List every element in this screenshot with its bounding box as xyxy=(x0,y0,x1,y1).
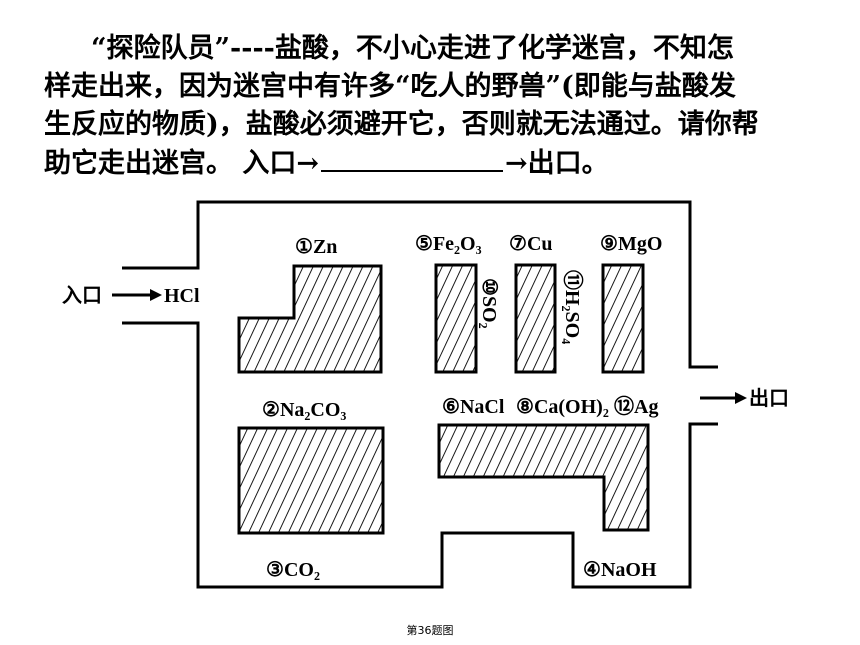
question-line-4: 助它走出迷宫。 入口→ →出口。 xyxy=(44,144,834,183)
item-3-formula: CO₂ xyxy=(284,559,320,581)
item-8-formula: Ca(OH)₂ xyxy=(534,396,609,418)
figure-caption: 第36题图 xyxy=(406,624,454,637)
item-10: ⑩SO₂ xyxy=(478,278,500,329)
answer-blank[interactable] xyxy=(321,144,504,172)
entrance-arrow-head xyxy=(150,289,162,301)
block-zn xyxy=(237,264,383,374)
item-7-number: ⑦ xyxy=(509,233,527,255)
item-11: ⑪H₂SO₄ xyxy=(561,270,584,344)
item-5-formula: Fe₂O₃ xyxy=(433,233,482,255)
item-9: ⑨MgO xyxy=(600,233,662,255)
item-8: ⑧Ca(OH)₂ xyxy=(516,396,609,418)
block-na2co3 xyxy=(237,426,385,535)
item-6: ⑥NaCl xyxy=(442,396,505,418)
item-7-formula: Cu xyxy=(527,233,553,255)
entrance-label: 入口 xyxy=(62,284,102,307)
exit-label: 出口 xyxy=(749,387,789,410)
block-fe2o3 xyxy=(434,263,478,374)
item-8-number: ⑧ xyxy=(516,396,534,418)
block-mgo xyxy=(601,263,645,374)
item-9-formula: MgO xyxy=(618,233,662,255)
item-1-formula: Zn xyxy=(313,236,337,258)
item-2: ②Na₂CO₃ xyxy=(262,399,346,421)
item-1-number: ① xyxy=(295,236,313,258)
item-7: ⑦Cu xyxy=(509,233,553,255)
item-5-number: ⑤ xyxy=(415,233,433,255)
item-1: ①Zn xyxy=(295,236,337,258)
acid-label: HCl xyxy=(164,285,200,307)
question-text: “探险队员”----盐酸，不小心走进了化学迷宫，不知怎 样走出来，因为迷宫中有许… xyxy=(44,30,834,183)
item-2-number: ② xyxy=(262,399,280,421)
item-10-number: ⑩ xyxy=(478,278,500,296)
item-11-number: ⑪ xyxy=(561,270,584,290)
item-4-formula: NaOH xyxy=(601,559,657,581)
question-line-1: “探险队员”----盐酸，不小心走进了化学迷宫，不知怎 xyxy=(44,30,834,68)
block-cu xyxy=(514,263,557,374)
item-3-number: ③ xyxy=(266,559,284,581)
item-6-formula: NaCl xyxy=(460,396,505,418)
exit-arrow-head xyxy=(735,392,747,404)
item-11-formula: H₂SO₄ xyxy=(561,290,583,344)
item-12-formula: Ag xyxy=(634,396,658,418)
item-4: ④NaOH xyxy=(583,559,657,581)
item-10-formula: SO₂ xyxy=(478,296,500,329)
item-9-number: ⑨ xyxy=(600,233,618,255)
item-12: ⑫Ag xyxy=(614,395,658,418)
item-5: ⑤Fe₂O₃ xyxy=(415,233,482,255)
item-2-formula: Na₂CO₃ xyxy=(280,399,346,421)
block-nacl-caoh2 xyxy=(437,423,650,532)
question-line-4-end: →出口。 xyxy=(505,148,609,179)
question-line-1-text: “探险队员”----盐酸，不小心走进了化学迷宫，不知怎 xyxy=(91,33,734,64)
item-4-number: ④ xyxy=(583,559,601,581)
item-12-number: ⑫ xyxy=(614,395,634,418)
question-line-2: 样走出来，因为迷宫中有许多“吃人的野兽”(即能与盐酸发 xyxy=(44,71,736,102)
item-3: ③CO₂ xyxy=(266,559,320,581)
question-line-3: 生反应的物质)，盐酸必须避开它，否则就无法通过。请你帮 xyxy=(44,109,759,140)
question-line-4-start: 助它走出迷宫。 入口→ xyxy=(44,148,320,179)
maze-outer-wall xyxy=(122,200,718,589)
item-6-number: ⑥ xyxy=(442,396,460,418)
